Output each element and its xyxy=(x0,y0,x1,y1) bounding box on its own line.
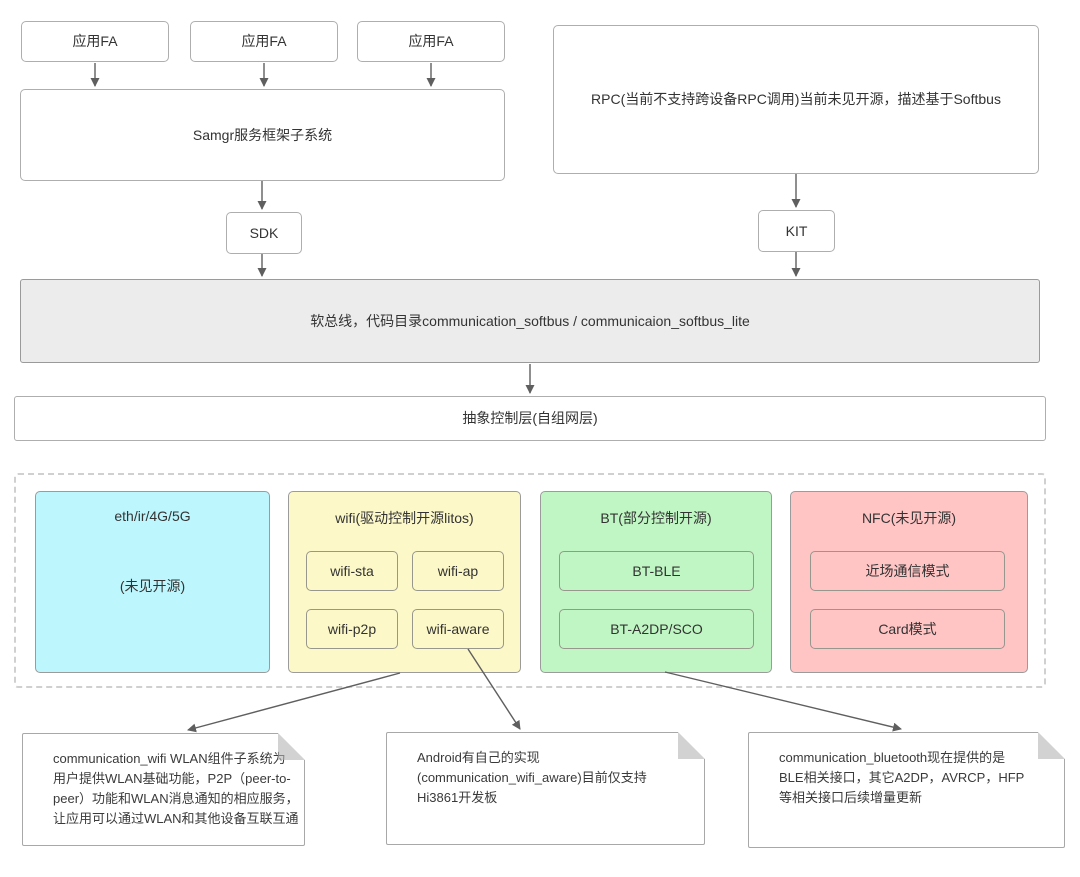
note-line: peer）功能和WLAN消息通知的相应服务， xyxy=(53,791,299,806)
transport-eth-title: eth/ir/4G/5G xyxy=(114,508,191,524)
wifi-sta-box: wifi-sta xyxy=(306,551,398,591)
transport-bt-title: BT(部分控制开源) xyxy=(600,510,712,526)
bt-ble-box: BT-BLE xyxy=(559,551,754,591)
note-line: 让应用可以通过WLAN和其他设备互联互通 xyxy=(53,811,299,826)
softbus-bar: 软总线，代码目录communication_softbus / communic… xyxy=(20,279,1040,363)
note-wifi-aware: Android有自己的实现 (communication_wifi_aware)… xyxy=(386,732,705,845)
transports-group xyxy=(14,473,1046,688)
note-line: communication_bluetooth现在提供的是 xyxy=(779,750,1006,765)
note-line: Android有自己的实现 xyxy=(417,750,540,765)
wifi-p2p-box: wifi-p2p xyxy=(306,609,398,649)
transport-wifi-box: wifi(驱动控制开源litos) wifi-sta wifi-ap wifi-… xyxy=(288,491,521,673)
wifi-aware-box: wifi-aware xyxy=(412,609,504,649)
transport-nfc-box: NFC(未见开源) 近场通信模式 Card模式 xyxy=(790,491,1028,673)
note-line: Hi3861开发板 xyxy=(417,790,498,805)
transport-eth-box: eth/ir/4G/5G (未见开源) xyxy=(35,491,270,673)
samgr-box: Samgr服务框架子系统 xyxy=(20,89,505,181)
nfc-p2p-mode-box: 近场通信模式 xyxy=(810,551,1005,591)
app-fa-box-3: 应用FA xyxy=(357,21,505,62)
transport-bt-box: BT(部分控制开源) BT-BLE BT-A2DP/SCO xyxy=(540,491,772,673)
transport-nfc-title: NFC(未见开源) xyxy=(861,510,957,526)
app-fa-box-1: 应用FA xyxy=(21,21,169,62)
bt-a2dp-sco-box: BT-A2DP/SCO xyxy=(559,609,754,649)
transport-wifi-title: wifi(驱动控制开源litos) xyxy=(335,510,474,526)
rpc-box: RPC(当前不支持跨设备RPC调用)当前未见开源，描述基于Softbus xyxy=(553,25,1039,174)
sdk-box: SDK xyxy=(226,212,302,254)
note-communication-wifi: communication_wifi WLAN组件子系统为 用户提供WLAN基础… xyxy=(22,733,305,846)
note-line: (communication_wifi_aware)目前仅支持 xyxy=(417,770,647,785)
note-line: communication_wifi WLAN组件子系统为 xyxy=(53,751,286,766)
nfc-card-mode-box: Card模式 xyxy=(810,609,1005,649)
note-line: 等相关接口后续增量更新 xyxy=(779,790,923,805)
transport-eth-subtitle: (未见开源) xyxy=(119,578,186,594)
note-communication-bluetooth: communication_bluetooth现在提供的是 BLE相关接口，其它… xyxy=(748,732,1065,848)
abstract-control-layer-box: 抽象控制层(自组网层) xyxy=(14,396,1046,441)
kit-box: KIT xyxy=(758,210,835,252)
note-line: BLE相关接口，其它A2DP，AVRCP，HFP xyxy=(779,770,1025,785)
app-fa-box-2: 应用FA xyxy=(190,21,338,62)
wifi-ap-box: wifi-ap xyxy=(412,551,504,591)
note-line: 用户提供WLAN基础功能，P2P（peer-to- xyxy=(53,771,291,786)
